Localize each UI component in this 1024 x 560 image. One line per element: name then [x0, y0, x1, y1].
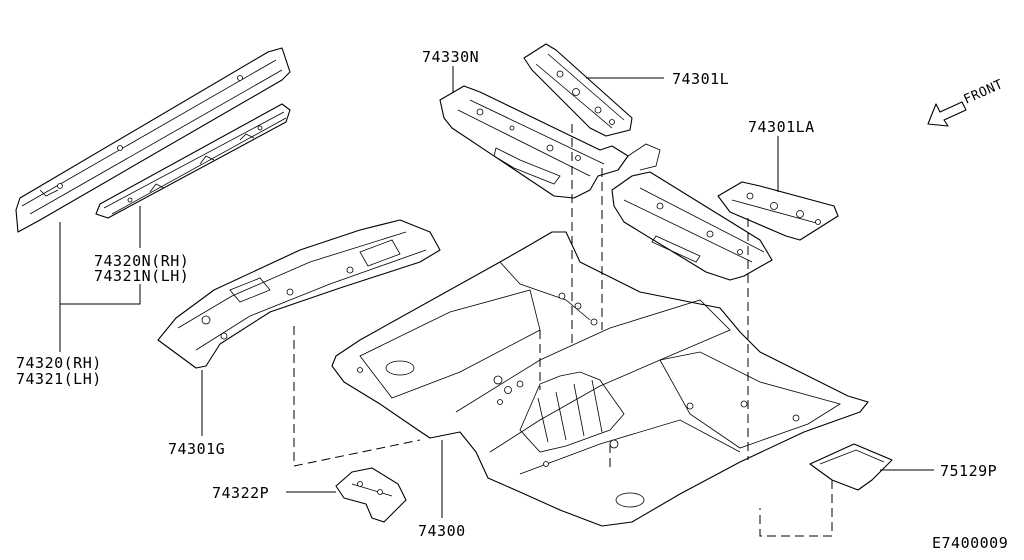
- label-74320n-rh: 74320N(RH): [94, 252, 189, 270]
- label-74330n: 74330N: [422, 48, 479, 66]
- label-74301l: 74301L: [672, 70, 729, 88]
- part-labels: 74330N 74301L 74301LA 74320N(RH) 74321N(…: [16, 48, 1008, 552]
- label-74321-lh: 74321(LH): [16, 370, 102, 388]
- leader-lines: [59, 66, 934, 518]
- label-74320-rh: 74320(RH): [16, 354, 102, 372]
- bracket-74322p: [335, 467, 407, 523]
- front-arrow-icon: [927, 101, 967, 127]
- label-74301g: 74301G: [168, 440, 225, 458]
- front-cross-member: [439, 85, 629, 199]
- side-sill-inner: [95, 103, 291, 219]
- front-label: FRONT: [962, 77, 1006, 108]
- alignment-lines: [293, 124, 833, 537]
- label-74322p: 74322P: [212, 484, 269, 502]
- floor-side-member: [157, 219, 441, 369]
- label-74321n-lh: 74321N(LH): [94, 267, 189, 285]
- floor-panel-main: [331, 231, 869, 527]
- rear-cross-member: [611, 143, 773, 281]
- diagram-code: E7400009: [932, 534, 1008, 552]
- side-sill-outer: [15, 47, 291, 233]
- bracket-74301la: [717, 181, 839, 241]
- label-75129p: 75129P: [940, 462, 997, 480]
- label-74300: 74300: [418, 522, 466, 540]
- bracket-74301l: [523, 43, 633, 137]
- plate-75129p: [809, 443, 893, 491]
- label-74301la: 74301LA: [748, 118, 815, 136]
